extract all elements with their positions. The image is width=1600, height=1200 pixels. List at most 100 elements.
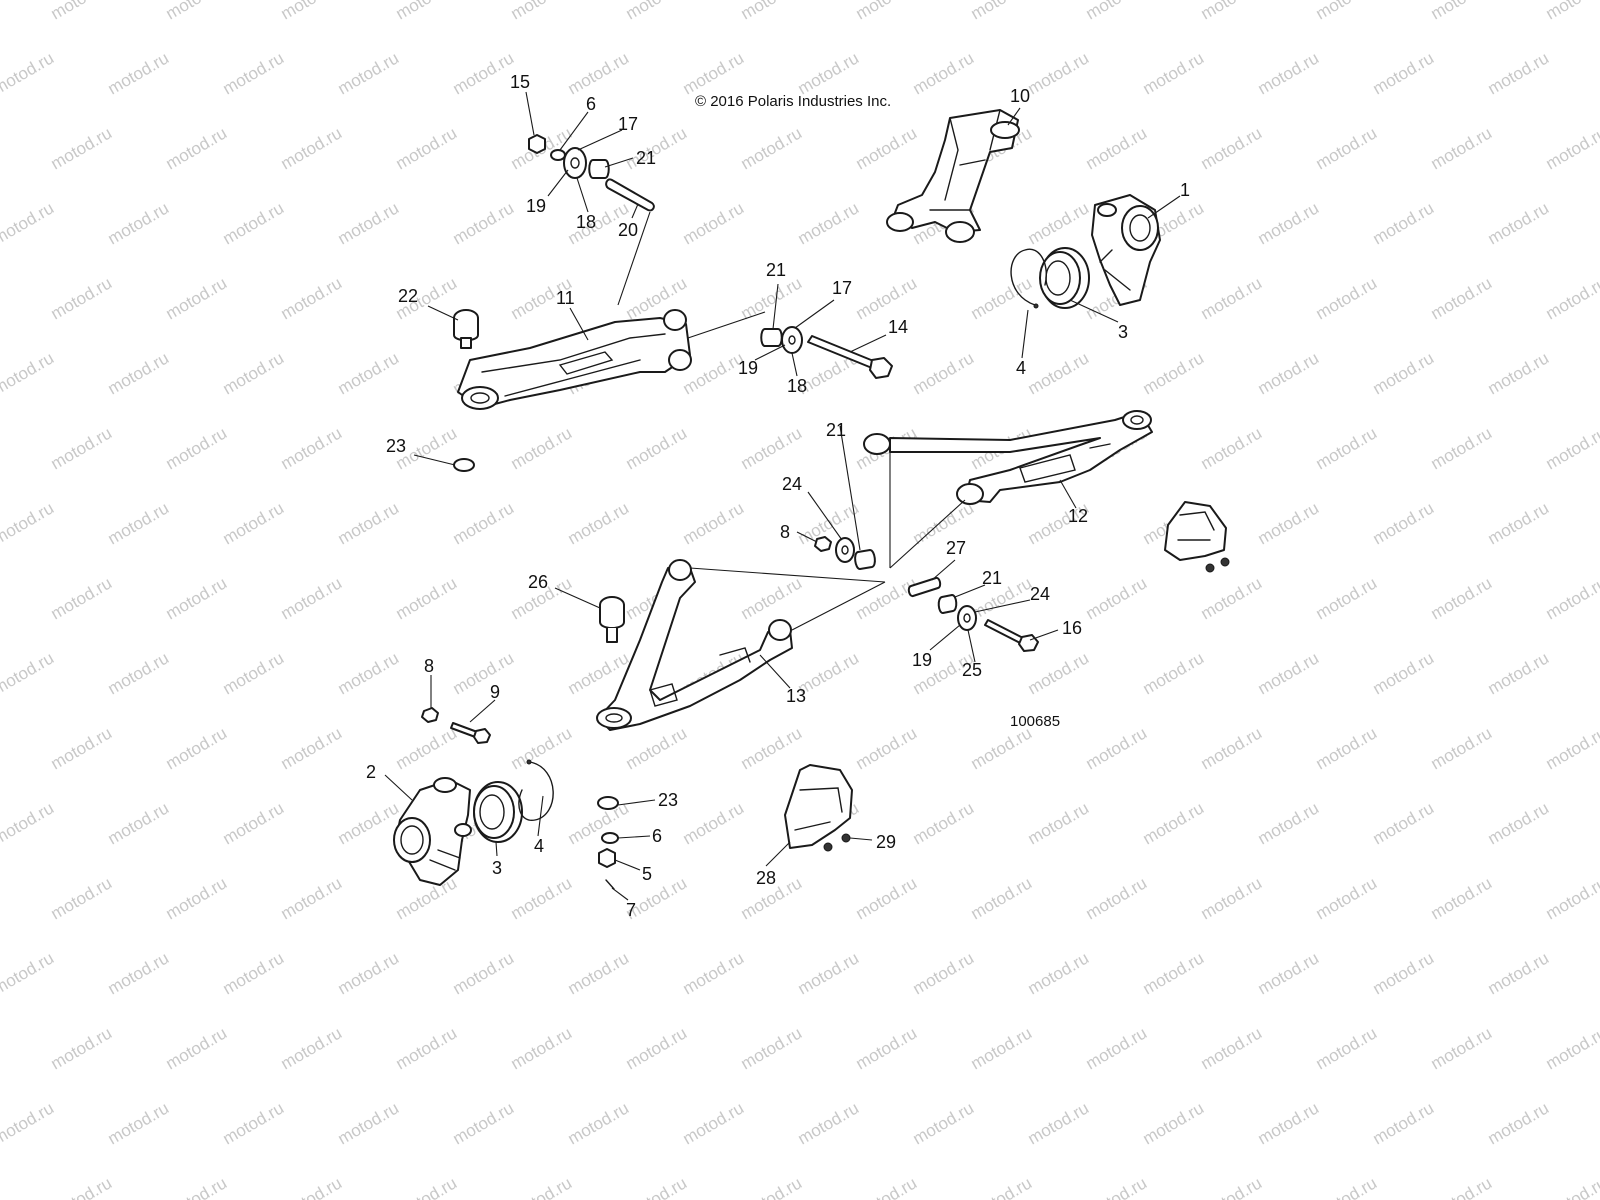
watermark-text: motod.ru	[1428, 873, 1496, 923]
watermark-text: motod.ru	[0, 1098, 57, 1148]
watermark-text: motod.ru	[48, 273, 116, 323]
watermark-text: motod.ru	[48, 423, 116, 473]
watermark-text: motod.ru	[393, 723, 461, 773]
callout-22: 22	[398, 286, 418, 306]
watermark-text: motod.ru	[680, 798, 748, 848]
watermark-text: motod.ru	[48, 573, 116, 623]
watermark-text: motod.ru	[278, 723, 346, 773]
callout-7: 7	[626, 900, 636, 920]
watermark-text: motod.ru	[1025, 348, 1093, 398]
watermark-text: motod.ru	[220, 348, 288, 398]
watermark-text: motod.ru	[1083, 573, 1151, 623]
callout-21: 21	[766, 260, 786, 280]
watermark-text: motod.ru	[1428, 573, 1496, 623]
watermark-text: motod.ru	[910, 798, 978, 848]
watermark-text: motod.ru	[1543, 0, 1600, 23]
watermark-text: motod.ru	[1198, 873, 1266, 923]
watermark-text: motod.ru	[1543, 273, 1600, 323]
watermark-text: motod.ru	[1370, 798, 1438, 848]
watermark-text: motod.ru	[105, 498, 173, 548]
watermark-text: motod.ru	[1428, 273, 1496, 323]
callout-21: 21	[826, 420, 846, 440]
watermark-text: motod.ru	[1083, 123, 1151, 173]
watermark-text: motod.ru	[1140, 348, 1208, 398]
watermark-text: motod.ru	[1198, 573, 1266, 623]
watermark-text: motod.ru	[1543, 873, 1600, 923]
watermark-text: motod.ru	[1543, 573, 1600, 623]
watermark-text: motod.ru	[565, 948, 633, 998]
watermark-text: motod.ru	[220, 498, 288, 548]
watermark-text: motod.ru	[450, 648, 518, 698]
watermark-text: motod.ru	[508, 1023, 576, 1073]
watermark-text: motod.ru	[968, 873, 1036, 923]
watermark-text: motod.ru	[278, 573, 346, 623]
watermark-text: motod.ru	[1083, 1173, 1151, 1200]
watermark-text: motod.ru	[1313, 873, 1381, 923]
callout-25: 25	[962, 660, 982, 680]
watermark-text: motod.ru	[1198, 1023, 1266, 1073]
watermark-text: motod.ru	[393, 1023, 461, 1073]
watermark-text: motod.ru	[738, 423, 806, 473]
watermark-text: motod.ru	[105, 348, 173, 398]
watermark-text: motod.ru	[623, 1023, 691, 1073]
watermark-text: motod.ru	[0, 48, 57, 98]
watermark-text: motod.ru	[968, 273, 1036, 323]
watermark-text: motod.ru	[795, 198, 863, 248]
watermark-text: motod.ru	[853, 0, 921, 23]
watermark-text: motod.ru	[1198, 1173, 1266, 1200]
callout-26: 26	[528, 572, 548, 592]
watermark-text: motod.ru	[1313, 1173, 1381, 1200]
watermark-text: motod.ru	[623, 1173, 691, 1200]
callout-20: 20	[618, 220, 638, 240]
watermark-text: motod.ru	[508, 873, 576, 923]
watermark-text: motod.ru	[1255, 498, 1323, 548]
watermark-text: motod.ru	[450, 498, 518, 548]
callout-21: 21	[982, 568, 1002, 588]
callout-17: 17	[618, 114, 638, 134]
frame-bracket-part-10	[886, 109, 1020, 243]
copyright-text: © 2016 Polaris Industries Inc.	[695, 93, 891, 110]
watermark-text: motod.ru	[1543, 123, 1600, 173]
watermark-text: motod.ru	[1313, 0, 1381, 23]
watermark-text: motod.ru	[1370, 948, 1438, 998]
watermark-text: motod.ru	[853, 573, 921, 623]
watermark-text: motod.ru	[910, 948, 978, 998]
watermark-text: motod.ru	[105, 648, 173, 698]
watermark-text: motod.ru	[1313, 423, 1381, 473]
watermark-text: motod.ru	[163, 573, 231, 623]
watermark-text: motod.ru	[1428, 723, 1496, 773]
watermark-text: motod.ru	[1025, 648, 1093, 698]
watermark-text: motod.ru	[508, 1173, 576, 1200]
watermark-text: motod.ru	[680, 198, 748, 248]
watermark-text: motod.ru	[220, 948, 288, 998]
watermark-text: motod.ru	[393, 123, 461, 173]
watermark-text: motod.ru	[393, 0, 461, 23]
watermark-text: motod.ru	[48, 873, 116, 923]
watermark-text: motod.ru	[1485, 348, 1553, 398]
watermark-text: motod.ru	[163, 723, 231, 773]
watermark-text: motod.ru	[738, 1023, 806, 1073]
watermark-text: motod.ru	[393, 573, 461, 623]
watermark-text: motod.ru	[1485, 948, 1553, 998]
callout-3: 3	[492, 858, 502, 878]
watermark-text: motod.ru	[738, 1173, 806, 1200]
watermark-text: motod.ru	[1370, 648, 1438, 698]
callout-23: 23	[658, 790, 678, 810]
watermark-text: motod.ru	[680, 948, 748, 998]
watermark-text: motod.ru	[1140, 648, 1208, 698]
watermark-text: motod.ru	[48, 123, 116, 173]
watermark-text: motod.ru	[163, 423, 231, 473]
watermark-text: motod.ru	[335, 498, 403, 548]
watermark-text: motod.ru	[738, 273, 806, 323]
watermark-text: motod.ru	[680, 48, 748, 98]
callout-13: 13	[786, 686, 806, 706]
watermark-text: motod.ru	[1485, 1098, 1553, 1148]
watermark-text: motod.ru	[853, 1173, 921, 1200]
watermark-text: motod.ru	[450, 198, 518, 248]
watermark-text: motod.ru	[1485, 798, 1553, 848]
snap-ring-part-4-upper	[1010, 248, 1047, 309]
watermark-text: motod.ru	[738, 573, 806, 623]
callout-6: 6	[652, 826, 662, 846]
watermark-text: motod.ru	[278, 873, 346, 923]
